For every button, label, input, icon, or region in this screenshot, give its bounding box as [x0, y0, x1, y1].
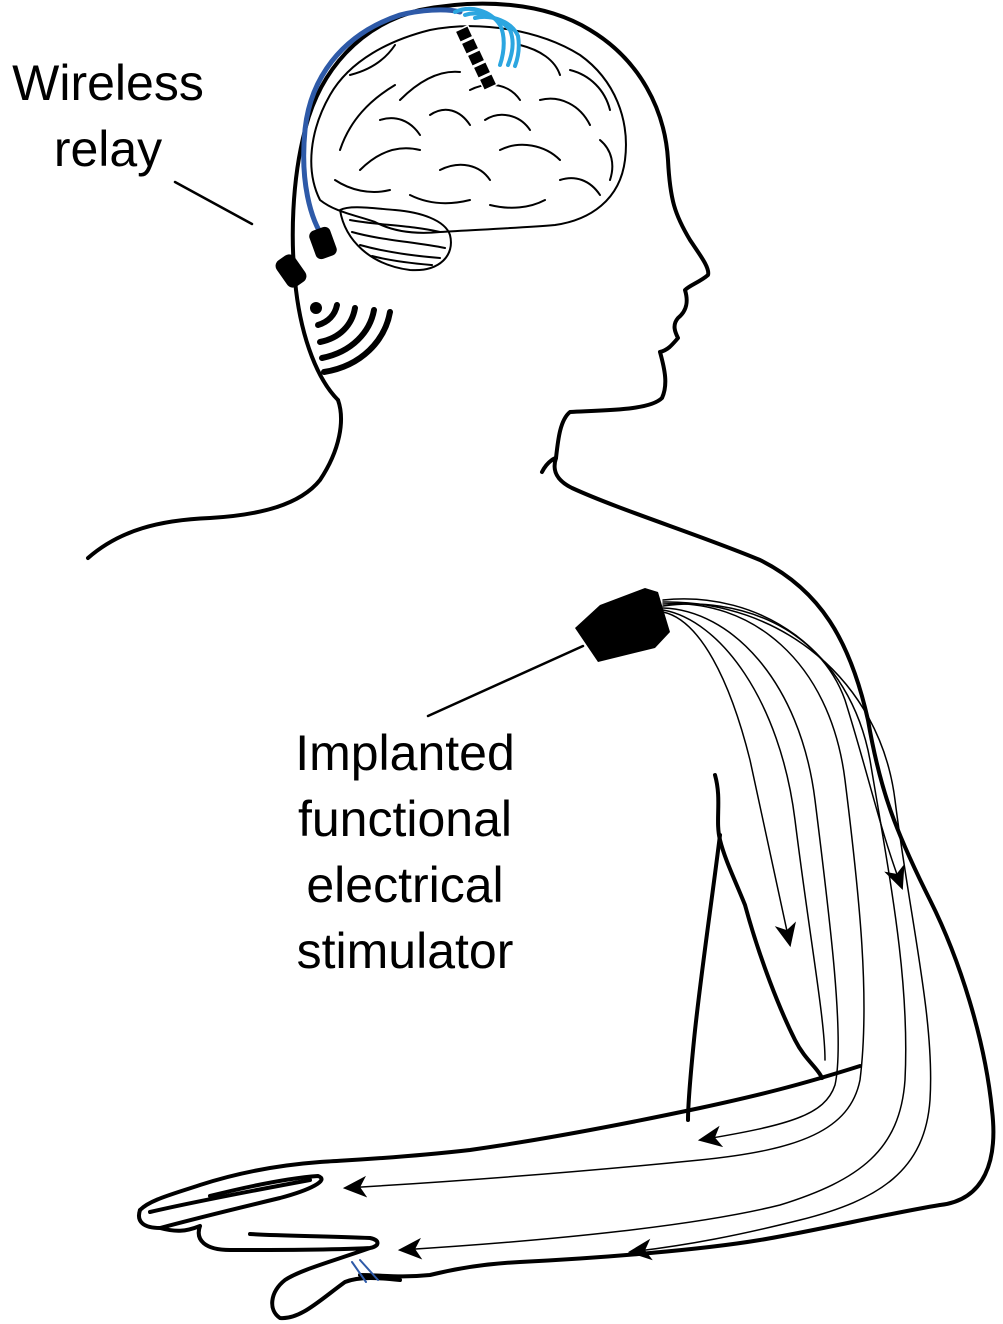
head-outline [290, 1, 711, 460]
nape-line [86, 398, 343, 560]
stimulator-label-line-3: electrical [306, 857, 504, 913]
cerebellum [339, 206, 452, 272]
shoulder-outline [540, 456, 996, 1207]
stimulator-label-line-1: Implanted [295, 725, 515, 781]
stimulator-label: Implanted functional electrical stimulat… [270, 720, 540, 984]
inner-arm-line [713, 773, 824, 1080]
wireless-relay-label-line-1: Wireless [12, 55, 204, 111]
forearm-upper [138, 1064, 862, 1212]
hand-outline [137, 1174, 402, 1321]
relay-leader-line [173, 180, 254, 226]
thumb-line [148, 1178, 312, 1214]
stimulator-label-line-2: functional [297, 791, 513, 847]
pedestal-icon [309, 226, 337, 260]
electrode-array-icon [453, 6, 521, 92]
stimulator-device-icon [575, 588, 670, 662]
forearm-lower [358, 1203, 942, 1279]
stimulator-leader-line [426, 644, 585, 718]
brain [310, 25, 627, 234]
stimulator-label-line-4: stimulator [296, 923, 514, 979]
wireless-relay-label-line-2: relay [53, 121, 163, 177]
torso-side-line [686, 833, 722, 1122]
stimulation-leads [342, 598, 932, 1261]
wireless-relay-label: Wireless relay [0, 50, 216, 182]
wireless-signal-icon [275, 254, 393, 375]
lead-wire [301, 7, 463, 243]
wrist-electrode-icon [351, 1259, 379, 1283]
